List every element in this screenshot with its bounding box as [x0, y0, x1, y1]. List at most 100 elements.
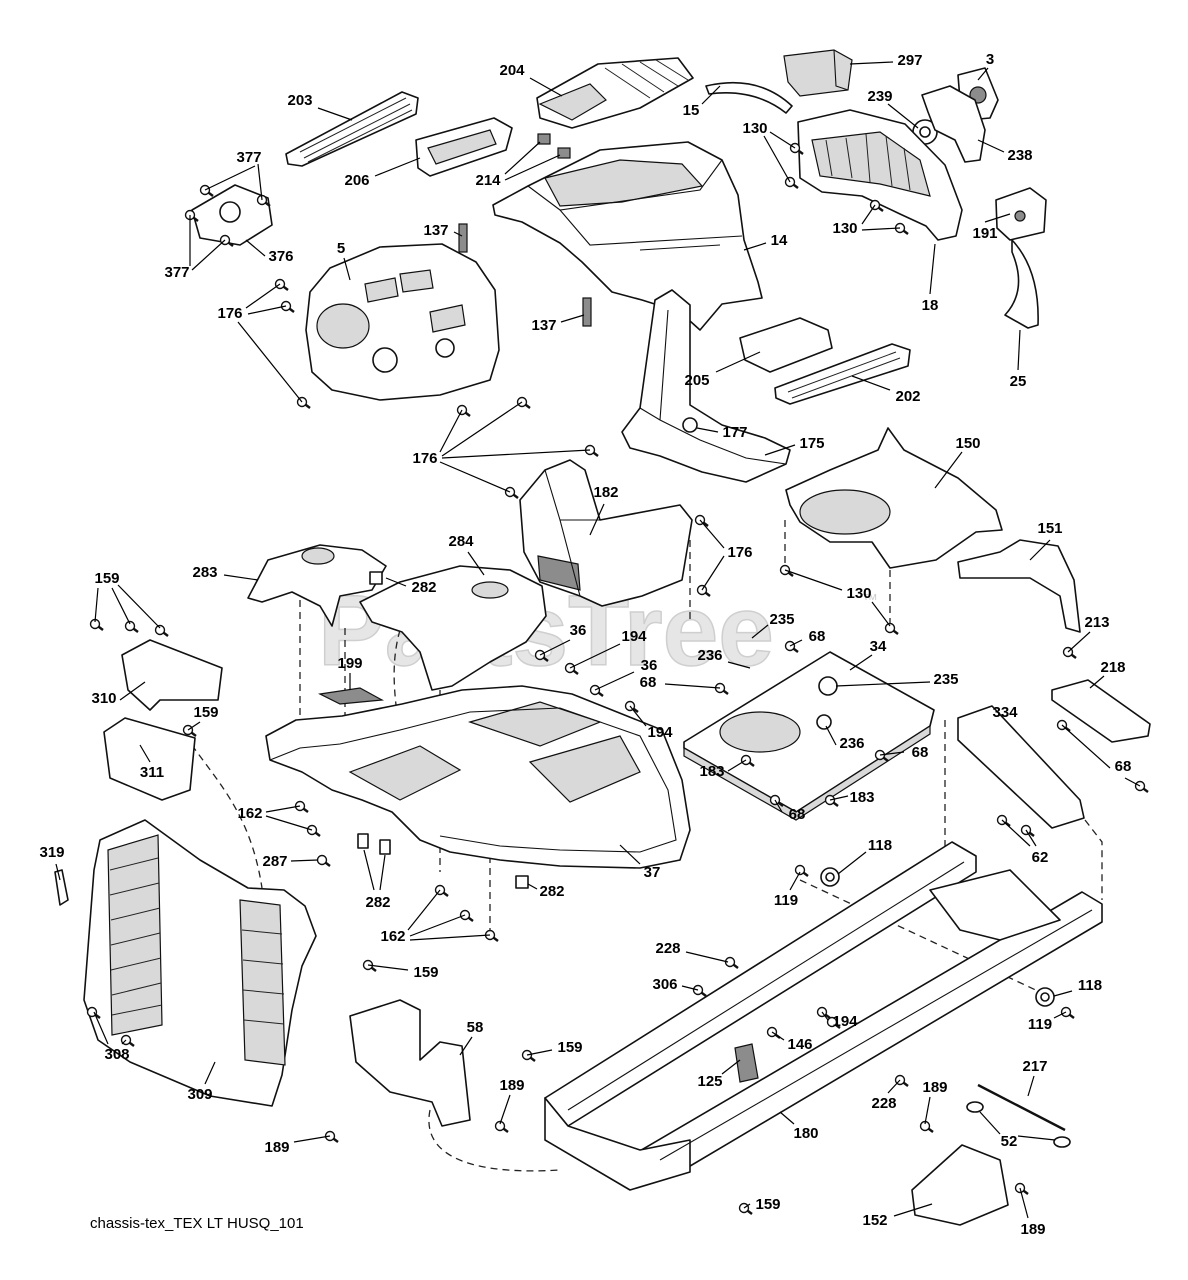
- fastener: [434, 884, 449, 897]
- front-grille-bars: [825, 133, 911, 191]
- leader-line: [929, 243, 936, 295]
- callout-label: 191: [972, 225, 997, 242]
- leader-line: [789, 871, 801, 891]
- fastener: [884, 622, 899, 635]
- fastener-head: [154, 624, 166, 636]
- shield-opening: [799, 489, 891, 535]
- fastener: [894, 1074, 909, 1087]
- leader-line: [94, 587, 99, 623]
- leader-line: [743, 242, 767, 251]
- fastener-head: [124, 620, 136, 632]
- leader-line: [851, 375, 891, 391]
- leader-line: [539, 639, 571, 656]
- fender-recess: [348, 745, 462, 801]
- fender-rim: [269, 707, 677, 853]
- part-137-pin: [582, 297, 592, 327]
- part-202-side-vent: [774, 343, 911, 405]
- plate-opening: [719, 711, 801, 753]
- fastener-head: [86, 1006, 98, 1018]
- console-edge: [544, 469, 600, 597]
- part-34-plate: [683, 651, 935, 821]
- fastener: [521, 1049, 536, 1062]
- callout-label: 130: [832, 220, 857, 237]
- fastener: [316, 854, 331, 867]
- leader-line: [701, 85, 721, 105]
- callout-label: 377: [164, 264, 189, 281]
- part-205-side-panel: [739, 317, 833, 373]
- fender-cover-body: [247, 544, 387, 627]
- part-175-bracket: [621, 289, 791, 483]
- leader-line: [1001, 819, 1031, 847]
- callout-label: 137: [423, 222, 448, 239]
- callout-label: 36: [570, 622, 587, 639]
- frame-rear-crossmember: [929, 869, 1061, 941]
- leader-line: [1061, 724, 1111, 769]
- leader-line: [861, 227, 901, 231]
- leader-lines: [55, 61, 1141, 1219]
- callout-label: 238: [1007, 147, 1032, 164]
- leader-line: [934, 451, 963, 489]
- leader-line: [681, 985, 699, 991]
- fastener: [784, 640, 799, 653]
- callout-label: 18: [922, 297, 939, 314]
- callout-label: 150: [955, 435, 980, 452]
- leader-line: [560, 314, 585, 323]
- vent-strip-slots: [299, 97, 413, 163]
- leader-line: [504, 141, 541, 175]
- leader-line: [223, 574, 259, 581]
- leader-line: [459, 1036, 473, 1056]
- leader-line: [594, 671, 635, 691]
- leader-line: [984, 213, 1011, 223]
- leader-line: [977, 67, 989, 81]
- leader-line: [751, 624, 769, 639]
- callout-label: 310: [91, 690, 116, 707]
- leader-line: [784, 569, 843, 591]
- leader-line: [699, 519, 725, 549]
- leader-line: [1124, 777, 1141, 787]
- leader-line: [441, 401, 523, 457]
- leader-line: [835, 681, 931, 687]
- callout-label: 334: [992, 704, 1018, 721]
- leader-line: [727, 661, 751, 669]
- leader-line: [204, 165, 256, 191]
- leader-line: [363, 849, 375, 891]
- callout-label: 189: [499, 1077, 524, 1094]
- callout-label: 118: [868, 837, 892, 854]
- part-310-bracket: [121, 639, 223, 711]
- leader-line: [764, 444, 796, 456]
- leader-line: [629, 705, 647, 727]
- part-177-nut: [682, 417, 698, 433]
- callout-label: 236: [697, 647, 722, 664]
- leader-line: [93, 1011, 109, 1045]
- callout-label: 235: [769, 611, 794, 628]
- fastener: [274, 278, 289, 291]
- callout-label: 159: [193, 704, 218, 721]
- part-118-washer: [1035, 987, 1055, 1007]
- dashboard-lever-opening: [429, 304, 466, 333]
- fastener: [504, 486, 519, 499]
- dashboard-gauge-opening: [316, 303, 370, 349]
- part-152-skid-plate: [911, 1144, 1009, 1226]
- callout-label: 377: [236, 149, 261, 166]
- callout-label: 159: [755, 1196, 780, 1213]
- part-214-clip: [537, 133, 551, 145]
- callout-label: 282: [365, 894, 390, 911]
- dashboard-body: [305, 243, 500, 401]
- part-25-lens: [1004, 239, 1039, 329]
- part-282-clip: [379, 839, 391, 855]
- callout-label: 311: [140, 764, 164, 781]
- callout-label: 152: [862, 1212, 887, 1229]
- fastener: [996, 814, 1011, 827]
- part-58-bracket: [349, 999, 471, 1127]
- callout-label: 236: [839, 735, 864, 752]
- callout-label: 194: [832, 1013, 858, 1030]
- fastener-head: [826, 1016, 838, 1028]
- part-14-hood: [492, 141, 763, 331]
- leader-line: [439, 461, 511, 493]
- callout-label: 228: [871, 1095, 896, 1112]
- part-118-washer: [820, 867, 840, 887]
- vent-strip-body: [285, 91, 419, 167]
- callout-label: 217: [1022, 1058, 1047, 1075]
- callout-label: 180: [793, 1125, 818, 1142]
- callout-label: 194: [647, 724, 673, 741]
